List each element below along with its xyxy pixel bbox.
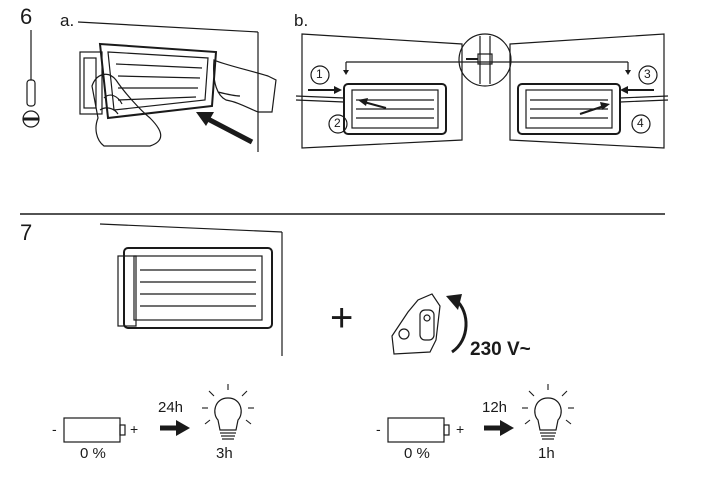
step-6b-illustration bbox=[295, 33, 669, 149]
battery-level: 0 % bbox=[404, 445, 430, 462]
charge-time: 12h bbox=[482, 399, 508, 416]
charging-row-2-graphic bbox=[387, 417, 514, 443]
step-6a-label: a. bbox=[60, 11, 75, 30]
step-7-number: 7 bbox=[20, 220, 33, 245]
callout-3: 3 bbox=[644, 67, 651, 81]
step-7-luminaire bbox=[99, 223, 283, 356]
switch-on-arrow-icon bbox=[446, 294, 468, 354]
step-6a-illustration bbox=[77, 21, 277, 152]
step-6b-label: b. bbox=[294, 11, 309, 30]
bulb-icon bbox=[202, 384, 254, 440]
light-duration: 1h bbox=[538, 445, 555, 462]
screwdriver-icon bbox=[22, 30, 40, 128]
battery-level: 0 % bbox=[80, 445, 106, 462]
charge-time: 24h bbox=[158, 399, 184, 416]
battery-minus: - bbox=[376, 421, 381, 437]
voltage-label: 230 V~ bbox=[470, 339, 531, 360]
battery-minus: - bbox=[52, 421, 57, 437]
battery-plus: + bbox=[456, 421, 465, 437]
circuit-breaker-icon bbox=[391, 293, 441, 355]
callout-4: 4 bbox=[637, 116, 644, 130]
step-6-number: 6 bbox=[20, 4, 33, 29]
bulb-icon bbox=[522, 384, 574, 440]
battery-plus: + bbox=[130, 421, 139, 437]
light-duration: 3h bbox=[216, 445, 233, 462]
callout-2: 2 bbox=[334, 116, 341, 130]
combine-plus: + bbox=[330, 296, 354, 340]
callout-1: 1 bbox=[316, 67, 323, 81]
charging-row-1-graphic bbox=[63, 417, 190, 443]
